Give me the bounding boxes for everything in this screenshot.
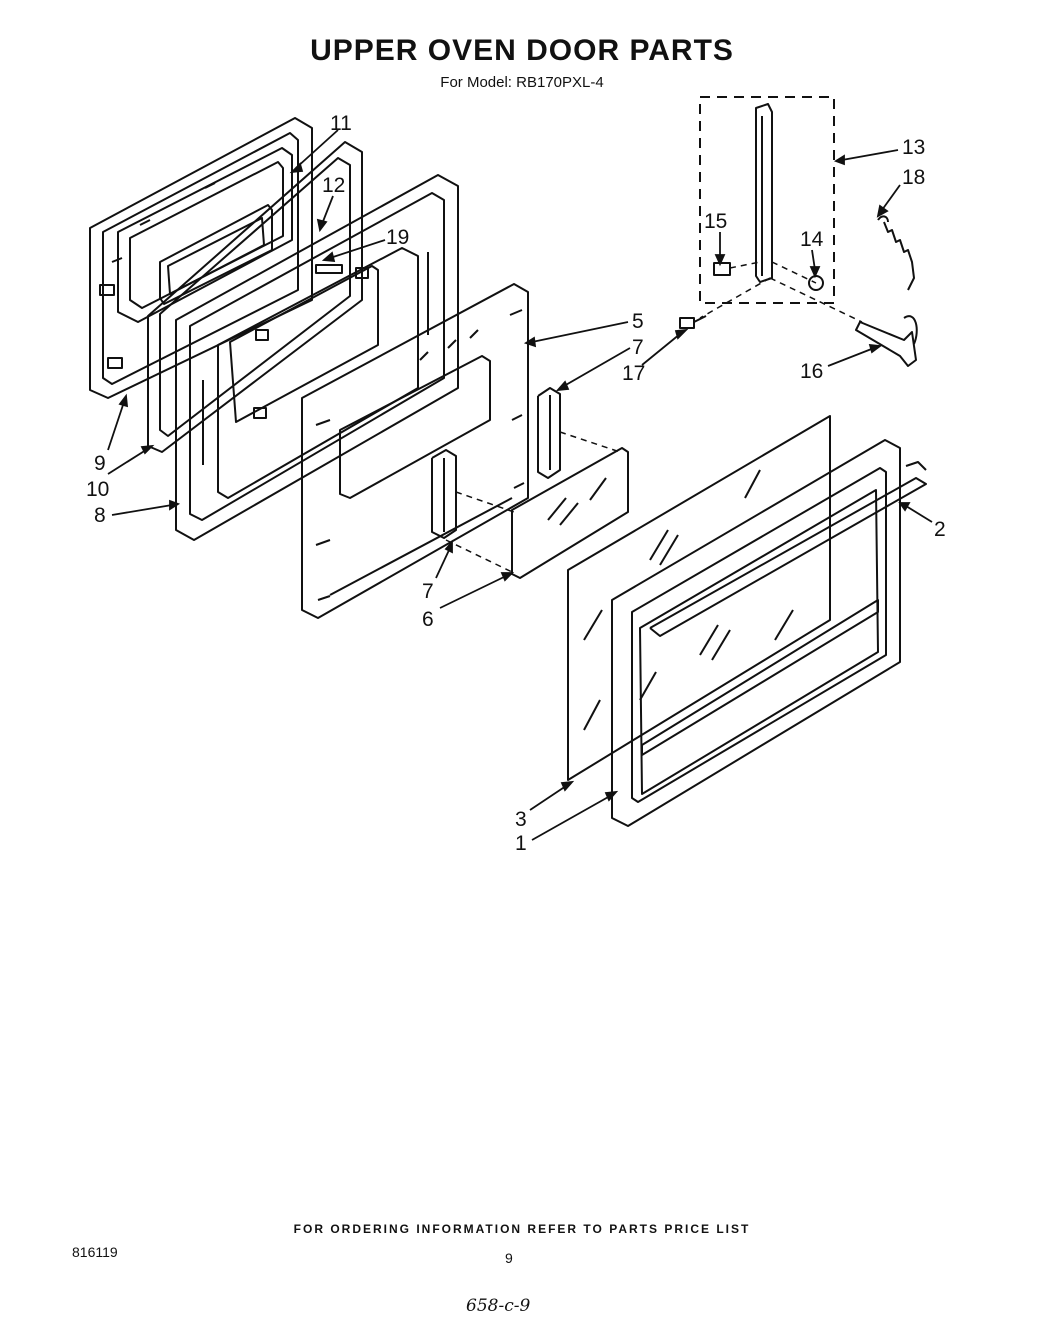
callout-14: 14 <box>800 228 824 251</box>
part-6-small-glass <box>511 447 629 579</box>
part-18-spring <box>877 215 915 291</box>
callout-3: 3 <box>515 808 527 831</box>
part-1-outer-door <box>611 439 901 827</box>
part-17-screw <box>679 315 707 329</box>
part-14-nut <box>808 275 824 291</box>
hinge-assembly-lines <box>699 261 863 323</box>
part-9-inner-liner <box>89 117 313 399</box>
callout-13: 13 <box>902 136 925 159</box>
callout-12: 12 <box>322 174 345 197</box>
leader-lines <box>107 129 933 841</box>
page-number: 9 <box>505 1250 513 1266</box>
callout-5: 5 <box>632 310 644 333</box>
callout-1: 1 <box>515 832 527 855</box>
part-5-inner-panel <box>301 283 529 619</box>
callout-8: 8 <box>94 504 106 527</box>
callout-19: 19 <box>386 226 409 249</box>
ordering-note: FOR ORDERING INFORMATION REFER TO PARTS … <box>293 1222 751 1236</box>
part-2-handle <box>649 461 927 637</box>
handwritten-code: 658-c-9 <box>466 1296 531 1316</box>
callout-2: 2 <box>934 518 946 541</box>
assembly-lines <box>445 431 621 573</box>
callout-17: 17 <box>622 362 645 385</box>
callout-6: 6 <box>422 608 434 631</box>
callout-9: 9 <box>94 452 106 475</box>
model-subtitle: For Model: RB170PXL-4 <box>440 74 604 91</box>
part-7-retainer-upper <box>537 387 561 479</box>
part-3-main-glass <box>567 415 831 781</box>
part-7-retainer-lower <box>431 449 457 539</box>
callout-18: 18 <box>902 166 925 189</box>
callout-7-upper: 7 <box>632 336 644 359</box>
part-15-pin <box>713 262 731 276</box>
part-13-hinge <box>699 96 835 304</box>
callout-16: 16 <box>800 360 823 383</box>
part-8-insulation-frame <box>175 174 459 541</box>
callout-11: 11 <box>330 112 352 135</box>
callout-7-lower: 7 <box>422 580 434 603</box>
part-11-window-pack <box>117 147 293 323</box>
callout-10: 10 <box>86 478 109 501</box>
document-number: 816119 <box>72 1244 118 1260</box>
part-16-lever <box>855 315 918 367</box>
page-title: UPPER OVEN DOOR PARTS <box>310 34 734 67</box>
callout-15: 15 <box>704 210 727 233</box>
